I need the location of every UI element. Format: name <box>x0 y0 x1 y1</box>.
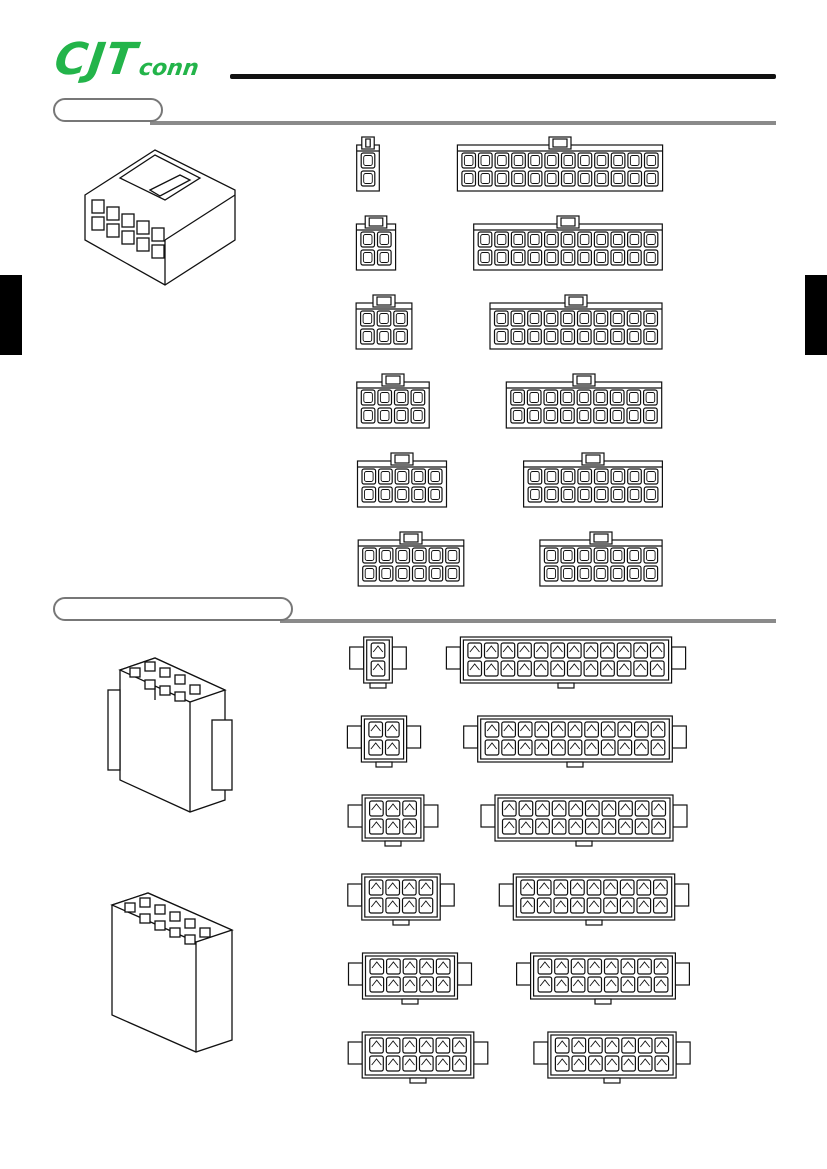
section-1-rule <box>150 121 776 125</box>
section-2-tab <box>53 597 293 621</box>
receptacle-1-right <box>456 136 664 192</box>
receptacle-3d-illustration <box>84 149 236 286</box>
receptacle-6-right <box>539 531 663 587</box>
receptacle-5-left <box>356 452 448 508</box>
receptacle-5-right <box>522 452 663 508</box>
receptacle-3-left <box>355 294 413 350</box>
plug-3d-illustration-2 <box>110 892 234 1053</box>
plug-4-left <box>347 873 455 926</box>
plug-6-left <box>347 1031 489 1084</box>
left-edge-marker <box>0 275 22 355</box>
plug-1-left <box>349 636 407 689</box>
receptacle-front-views <box>355 136 664 587</box>
header-rule <box>230 74 776 79</box>
section-2-rule <box>280 619 776 623</box>
right-edge-marker <box>805 275 827 355</box>
receptacle-4-left <box>356 373 430 429</box>
receptacle-2-right <box>473 215 663 271</box>
plug-2-left <box>346 715 422 768</box>
plug-3-left <box>347 794 439 847</box>
receptacle-2-left <box>355 215 397 271</box>
plug-front-views <box>346 636 691 1084</box>
receptacle-1-left <box>356 136 380 192</box>
plug-6-right <box>533 1031 691 1084</box>
section-1-tab <box>53 98 163 122</box>
receptacle-4-right <box>505 373 663 429</box>
plug-5-left <box>347 952 473 1005</box>
plug-3d-illustration-1 <box>107 657 233 813</box>
plug-4-right <box>498 873 690 926</box>
plug-5-right <box>515 952 691 1005</box>
plug-1-right <box>445 636 687 689</box>
receptacle-3-right <box>489 294 663 350</box>
receptacle-6-left <box>357 531 465 587</box>
plug-2-right <box>463 715 687 768</box>
plug-3-right <box>480 794 688 847</box>
